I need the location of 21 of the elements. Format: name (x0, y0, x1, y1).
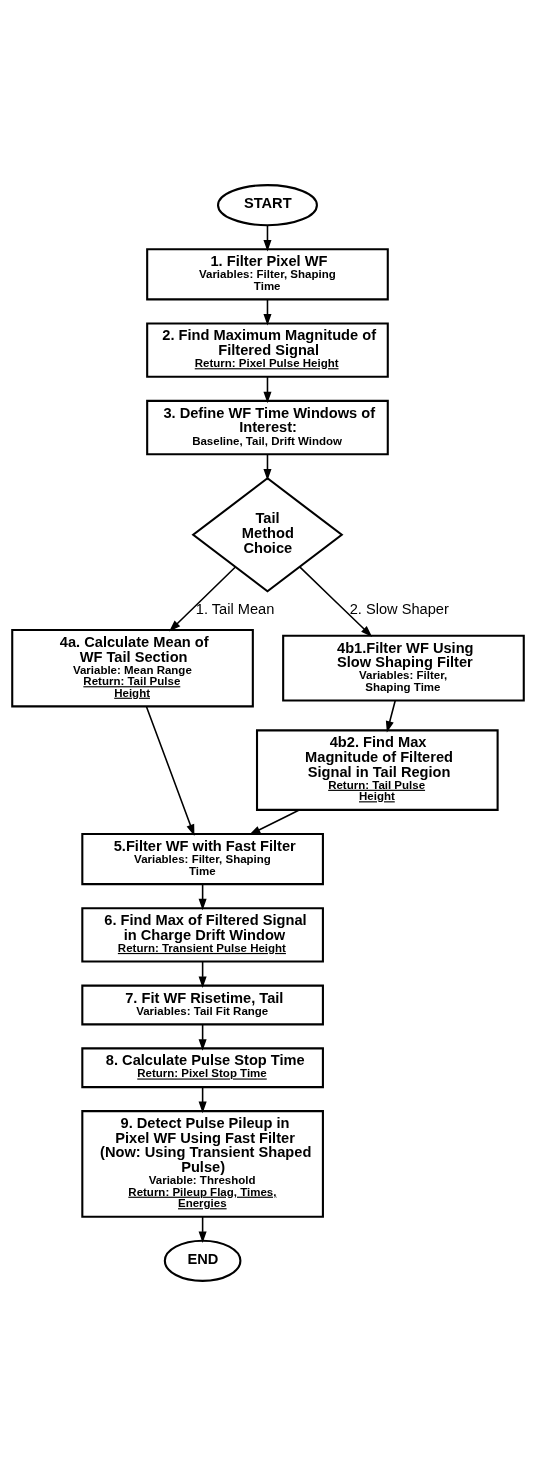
arrow (249, 808, 300, 835)
node-box: 3. Define WF Time Windows of Interest: Baseline, Tail, Drift Window (146, 399, 389, 455)
arrow (169, 565, 236, 631)
edge-label: 1. Tail Mean (195, 600, 275, 617)
node-diamond: Tail Method Choice (191, 476, 344, 593)
node-ellipse: END (163, 1239, 242, 1282)
node-box: 4b1.Filter WF Using Slow Shaping Filter Variables: Filter, Shaping Time (282, 634, 525, 702)
node-ellipse: START (217, 183, 318, 226)
node-box: 8. Calculate Pulse Stop Time Return: Pixel Stop Time (81, 1046, 324, 1088)
node-box: 2. Find Maximum Magnitude of Filtered Signal Return: Pixel Pulse Height (146, 321, 389, 378)
node-box: 4a. Calculate Mean of WF Tail Section Variable: Mean Range Return: Tail Pulse Height (11, 628, 254, 707)
node-box: 6. Find Max of Filtered Signal in Charge Drift Window Return: Transient Pulse Height (81, 906, 324, 963)
arrow (298, 565, 373, 637)
arrow (145, 705, 195, 836)
node-box: 4b2. Find Max Magnitude of Filtered Signal in Tail Region Return: Tail Pulse Height (255, 728, 499, 811)
node-box: 1. Filter Pixel WF Variables: Filter, Shaping Time (146, 247, 389, 300)
node-box: 5.Filter WF with Fast Filter Variables: Filter, Shaping Time (81, 832, 324, 885)
arrow (385, 699, 396, 733)
edge-label: 2. Slow Shaper (349, 600, 449, 617)
node-box: 9. Detect Pulse Pileup in Pixel WF Using Fast Filter (Now: Using Transient Shaped Pulse) Variable: Threshold Return: Pileup Flag, Times, Energies (81, 1109, 324, 1218)
node-box: 7. Fit WF Risetime, Tail Variables: Tail Fit Range (81, 984, 324, 1025)
